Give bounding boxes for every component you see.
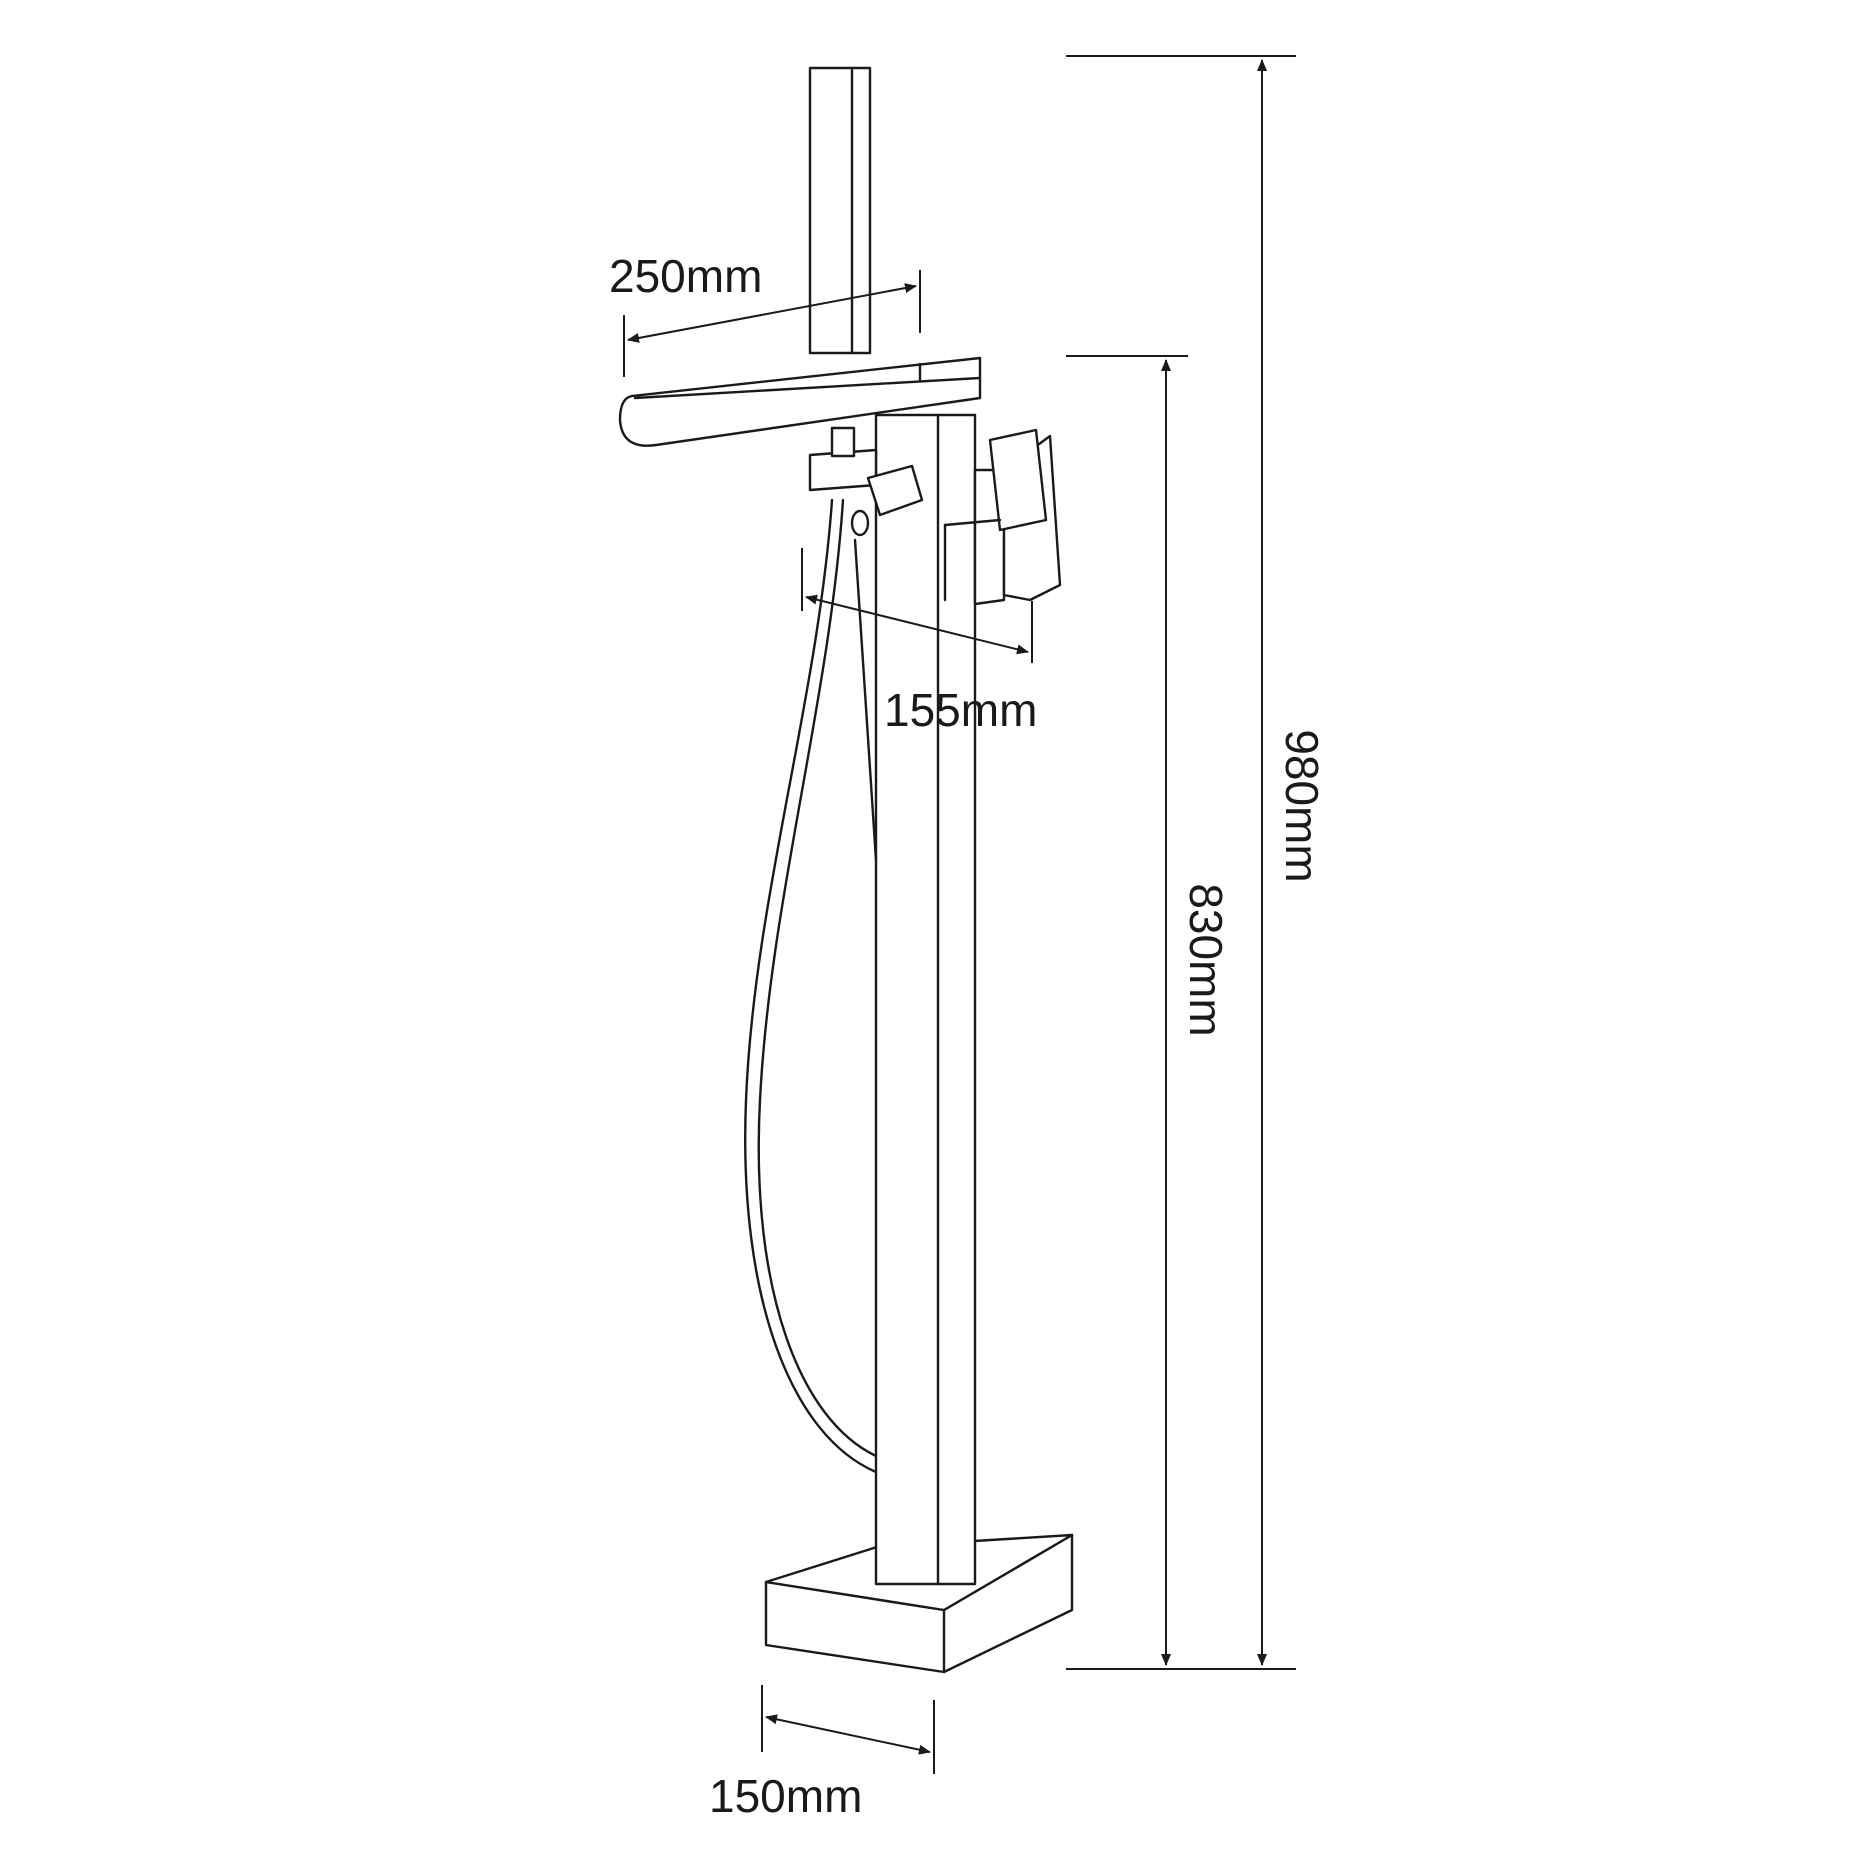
spout-height-label: 830mm (1180, 883, 1232, 1036)
dimension-base-width: 150mm (709, 1685, 935, 1822)
dimension-annotations: 250mm 155mm 150mm 830mm 980mm (609, 55, 1328, 1822)
shower-hose (744, 498, 878, 1474)
dimension-total-height: 980mm (1066, 55, 1328, 1670)
shower-slide-rail (808, 66, 872, 355)
total-height-label: 980mm (1276, 729, 1328, 882)
diverter-block (808, 426, 924, 537)
dimension-handle-projection: 155mm (801, 548, 1037, 736)
handle-projection-label: 155mm (884, 684, 1037, 736)
dimension-spout-height: 830mm (1066, 355, 1232, 1666)
faucet-illustration (618, 66, 1074, 1674)
spout (618, 356, 982, 447)
mixer-handle (943, 428, 1062, 606)
main-standpipe (874, 413, 977, 1586)
spout-length-label: 250mm (609, 250, 762, 302)
dimension-spout-length: 250mm (609, 250, 921, 377)
base-width-label: 150mm (709, 1770, 862, 1822)
